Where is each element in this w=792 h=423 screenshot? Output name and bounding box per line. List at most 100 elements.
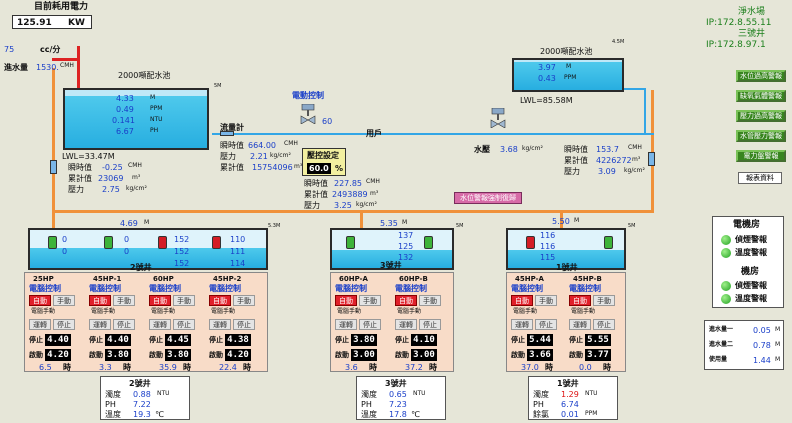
quality-value: 7.23 — [389, 400, 407, 409]
manual-button[interactable]: 手動 — [113, 295, 135, 306]
auto-button[interactable]: 自動 — [89, 295, 111, 306]
water-in-value: 0.78 — [753, 341, 771, 350]
run-button[interactable]: 運轉 — [29, 319, 51, 330]
stop-level-label: 停止 — [29, 336, 43, 344]
left-tank — [63, 88, 209, 150]
quality-label: 濁度 — [105, 390, 121, 399]
run-button[interactable]: 運轉 — [209, 319, 231, 330]
pump-icon — [158, 236, 167, 249]
start-level-value[interactable]: 3.66 — [527, 349, 553, 361]
auto-button[interactable]: 自動 — [209, 295, 231, 306]
run-button[interactable]: 運轉 — [89, 319, 111, 330]
left-ph: 0.49 — [116, 105, 134, 114]
water-in-label: 使用量 — [709, 356, 728, 363]
run-button[interactable]: 運轉 — [395, 319, 417, 330]
start-level-value[interactable]: 3.80 — [165, 349, 191, 361]
pump-mode: 電腦手動 — [31, 308, 56, 315]
stop-button[interactable]: 停止 — [535, 319, 557, 330]
water-press-label: 水壓 — [474, 145, 490, 154]
side-button-2[interactable]: 缺氧氣體警報 — [736, 90, 786, 102]
hours-unit: 時 — [369, 363, 377, 372]
manual-button[interactable]: 手動 — [535, 295, 557, 306]
stop-level-value[interactable]: 4.40 — [105, 334, 131, 346]
stop-button[interactable]: 停止 — [359, 319, 381, 330]
left-inst: -0.25 — [102, 163, 123, 172]
m2-acc: 2493889 — [332, 190, 368, 199]
station-ip2: IP:172.8.97.1 — [706, 40, 766, 50]
start-level-value[interactable]: 3.00 — [351, 349, 377, 361]
start-level-value[interactable]: 3.80 — [105, 349, 131, 361]
start-level-value[interactable]: 4.20 — [225, 349, 251, 361]
left-inst-label: 瞬時值 — [68, 163, 92, 172]
manual-button[interactable]: 手動 — [173, 295, 195, 306]
pump-ctrl-label: 電腦控制 — [511, 284, 543, 293]
alarm-reset-button[interactable]: 水位警報強制復歸 — [454, 192, 522, 204]
auto-button[interactable]: 自動 — [29, 295, 51, 306]
side-button-1[interactable]: 水位過高警報 — [736, 70, 786, 82]
start-level-value[interactable]: 4.20 — [45, 349, 71, 361]
run-button[interactable]: 運轉 — [335, 319, 357, 330]
well2-level-unit: M — [144, 219, 150, 226]
mid-acc-unit: m³ — [294, 163, 303, 170]
well-name: 三號井 — [738, 29, 766, 39]
run-button[interactable]: 運轉 — [149, 319, 171, 330]
inflow-rate: 75 — [4, 45, 15, 54]
manual-button[interactable]: 手動 — [593, 295, 615, 306]
auto-button[interactable]: 自動 — [395, 295, 417, 306]
pump-hp: 60HP-B — [399, 275, 428, 283]
stop-level-value[interactable]: 5.44 — [527, 334, 553, 346]
room-alarm-panel: 電機房 偵煙警報 溫度警報 機房 偵煙警報 溫度警報 — [712, 216, 784, 308]
stop-level-label: 停止 — [511, 336, 525, 344]
start-level-label: 啟動 — [569, 351, 583, 359]
run-button[interactable]: 運轉 — [511, 319, 533, 330]
side-button-3[interactable]: 壓力過高警報 — [736, 110, 786, 122]
stop-button[interactable]: 停止 — [113, 319, 135, 330]
stop-level-value[interactable]: 4.38 — [225, 334, 251, 346]
user-label: 用戶 — [366, 129, 382, 138]
manual-button[interactable]: 手動 — [419, 295, 441, 306]
side-button-5[interactable]: 電力盤警報 — [736, 150, 786, 162]
quality-title: 1號井 — [557, 379, 579, 388]
quality-unit: PPM — [585, 410, 598, 417]
report-button[interactable]: 報表資料 — [738, 172, 782, 184]
auto-button[interactable]: 自動 — [569, 295, 591, 306]
stop-level-value[interactable]: 4.45 — [165, 334, 191, 346]
pressure-set-box[interactable]: 壓控設定 60.0 % — [302, 148, 346, 176]
control-valve-icon[interactable] — [490, 108, 506, 128]
quality-unit: NTU — [157, 390, 170, 397]
stop-button[interactable]: 停止 — [593, 319, 615, 330]
auto-button[interactable]: 自動 — [149, 295, 171, 306]
stop-button[interactable]: 停止 — [419, 319, 441, 330]
start-level-value[interactable]: 3.00 — [411, 349, 437, 361]
pump-ctrl-label: 電腦控制 — [335, 284, 367, 293]
m2-press-label: 壓力 — [304, 201, 320, 210]
start-level-value[interactable]: 3.77 — [585, 349, 611, 361]
stop-level-value[interactable]: 5.55 — [585, 334, 611, 346]
manual-button[interactable]: 手動 — [359, 295, 381, 306]
manual-button[interactable]: 手動 — [53, 295, 75, 306]
quality-label: PH — [361, 400, 372, 409]
start-level-label: 啟動 — [335, 351, 349, 359]
tank-value: 0 — [62, 247, 68, 256]
auto-button[interactable]: 自動 — [335, 295, 357, 306]
stop-level-value[interactable]: 4.10 — [411, 334, 437, 346]
tank-value: 0 — [124, 235, 130, 244]
quality-label: 餘氯 — [533, 410, 549, 419]
start-level-label: 啟動 — [209, 351, 223, 359]
run-hours: 6.5 — [39, 363, 52, 372]
manual-button[interactable]: 手動 — [233, 295, 255, 306]
stop-level-value[interactable]: 4.40 — [45, 334, 71, 346]
stop-button[interactable]: 停止 — [173, 319, 195, 330]
stop-button[interactable]: 停止 — [53, 319, 75, 330]
well2-tank-name: 2號井 — [130, 263, 152, 272]
auto-button[interactable]: 自動 — [511, 295, 533, 306]
pressure-set-unit: % — [335, 164, 344, 173]
side-button-4[interactable]: 水管壓力警報 — [736, 130, 786, 142]
control-valve-icon[interactable] — [300, 104, 316, 124]
run-button[interactable]: 運轉 — [569, 319, 591, 330]
pump-mode: 電腦手動 — [513, 308, 538, 315]
stop-button[interactable]: 停止 — [233, 319, 255, 330]
pump-mode: 電腦手動 — [211, 308, 236, 315]
smoke-alarm-icon — [721, 281, 731, 291]
stop-level-value[interactable]: 3.80 — [351, 334, 377, 346]
